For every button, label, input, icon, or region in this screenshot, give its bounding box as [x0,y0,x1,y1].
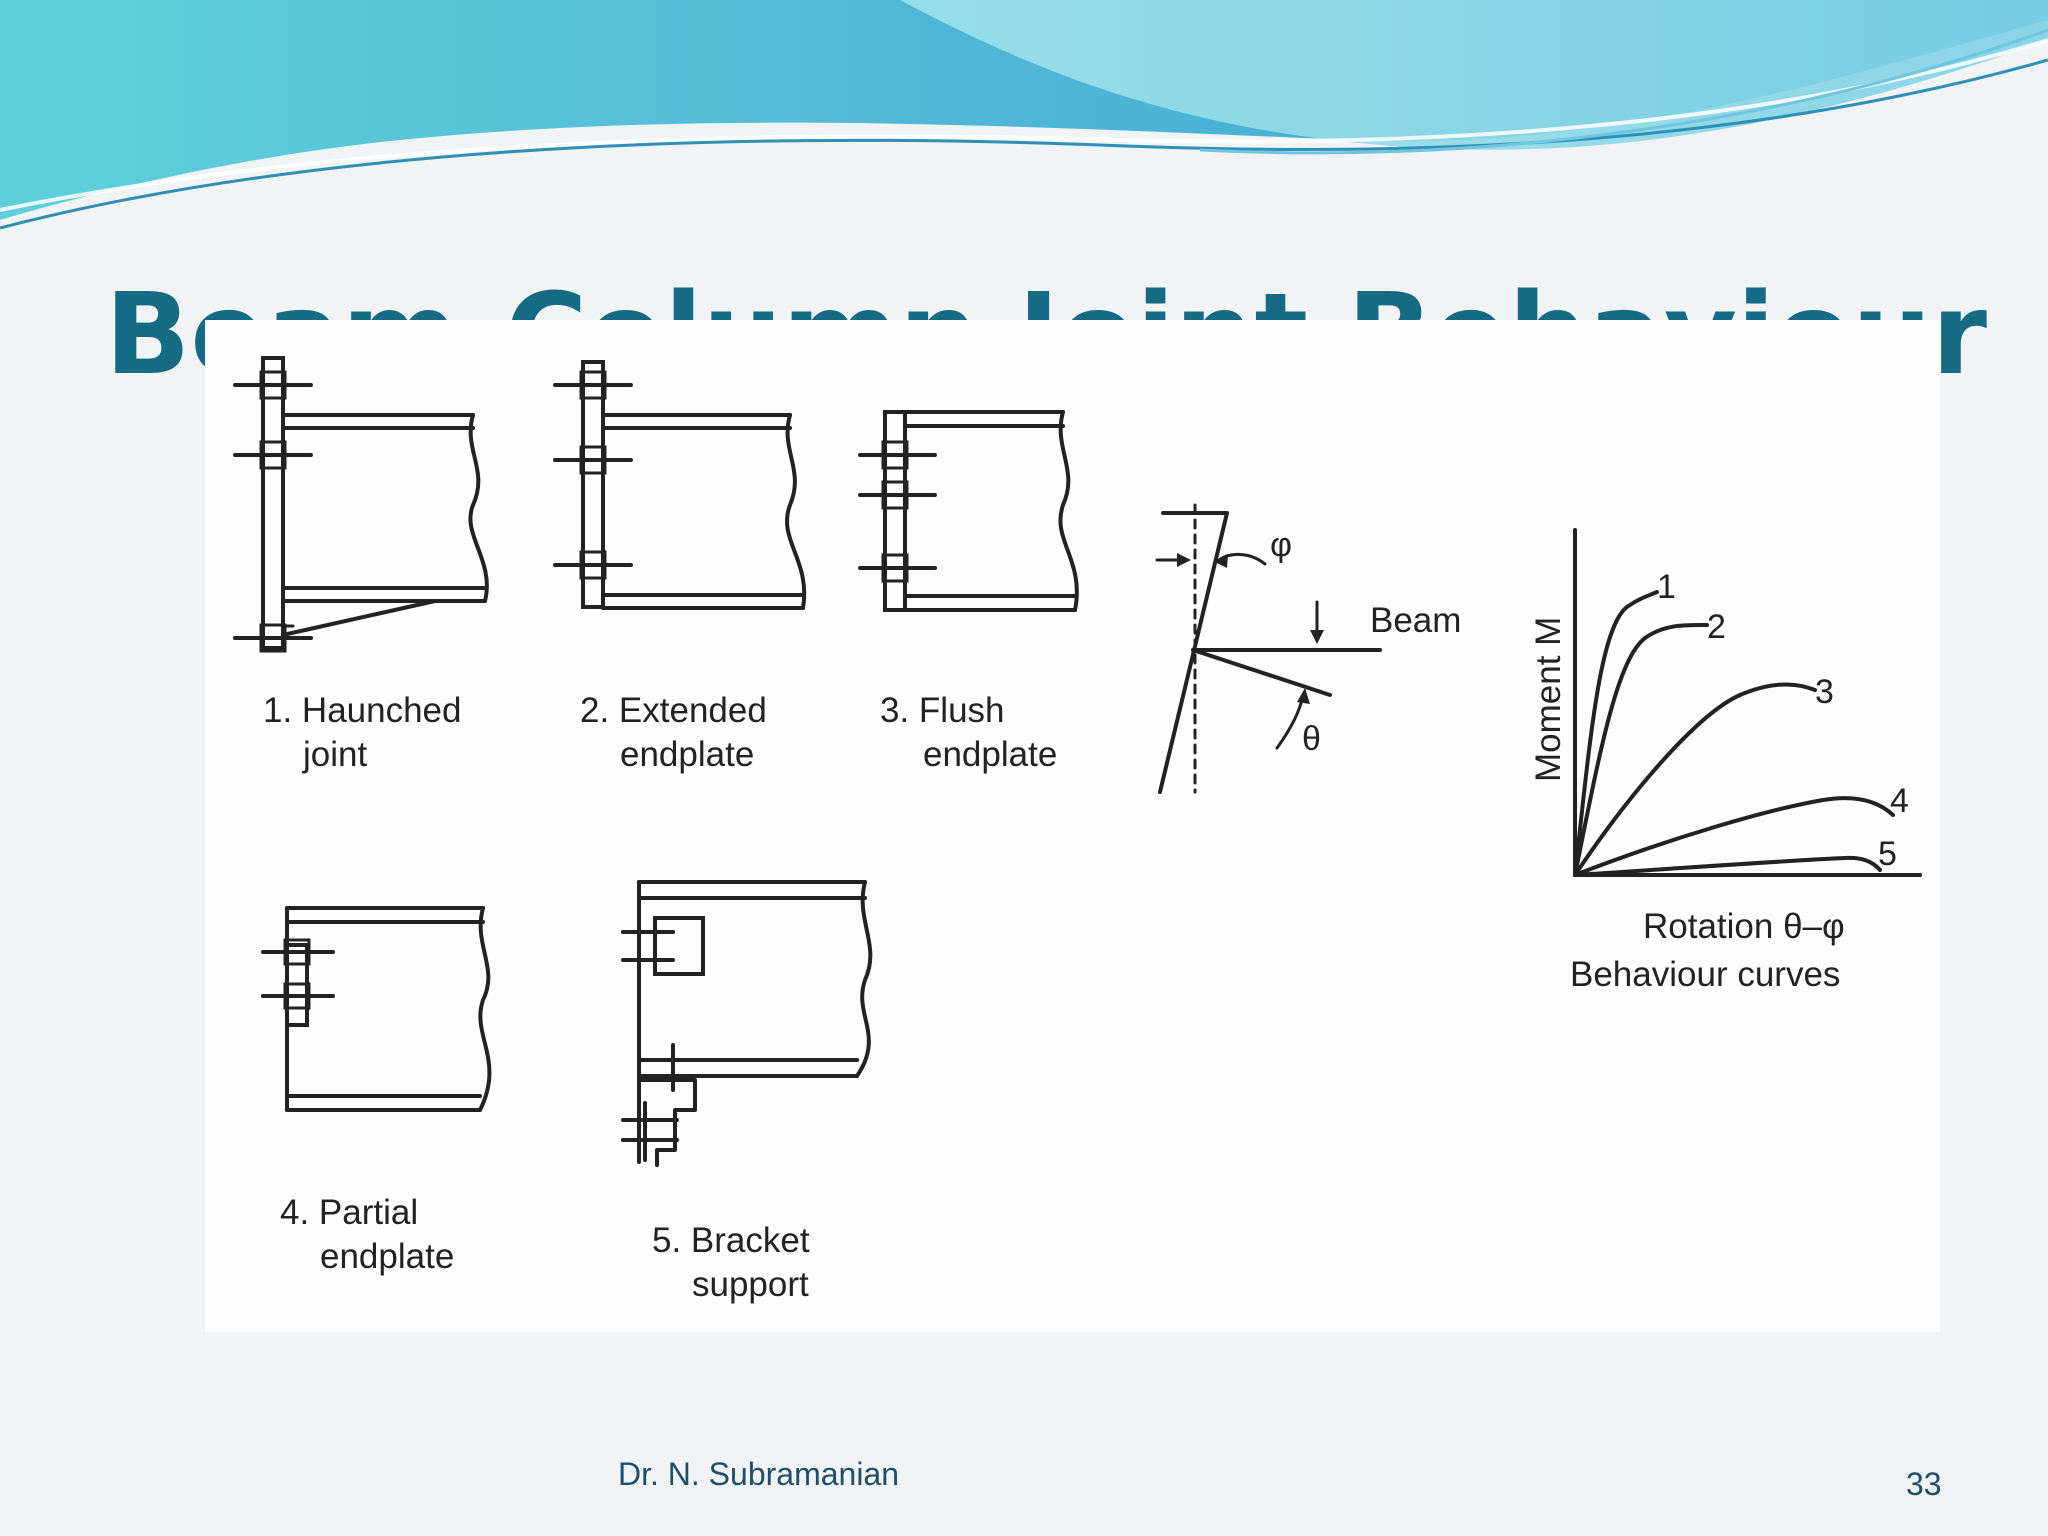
curve-1 [1573,590,1659,877]
caption-partial-line1: 4. Partial [280,1193,418,1232]
curve-label-1: 1 [1657,568,1676,606]
caption-partial-line2: endplate [320,1237,454,1276]
page-number: 33 [1906,1466,1942,1502]
phi-symbol: φ [1270,526,1292,564]
caption-extended-line2: endplate [620,735,754,774]
extended-endplate-drawing [553,360,807,610]
joint-types-diagram: 1. Haunched joint 2. Extended endplate [233,356,1922,1304]
extended-endplate-bolts [553,370,633,580]
partial-endplate-drawing [261,906,492,1112]
caption-bracket-line2: support [692,1265,809,1304]
curve-4 [1573,796,1895,877]
curve-3 [1573,682,1817,877]
curve-2 [1573,622,1709,877]
curve-5 [1573,855,1882,877]
chart-y-label: Moment M [1529,617,1568,782]
curve-label-4: 4 [1890,782,1909,820]
caption-extended-line1: 2. Extended [580,691,767,730]
chart-caption: Behaviour curves [1570,955,1840,994]
curve-label-3: 3 [1815,673,1834,711]
caption-haunched-line2: joint [302,735,367,774]
behaviour-curves-chart [1573,528,1922,877]
rotation-definition-sketch [1155,503,1382,794]
flush-endplate-drawing [858,410,1079,612]
beam-label: Beam [1370,601,1461,640]
flush-endplate-bolts [858,440,937,583]
theta-symbol: θ [1302,720,1321,758]
caption-bracket-line1: 5. Bracket [652,1221,810,1260]
curve-label-5: 5 [1878,835,1897,873]
caption-haunched-line1: 1. Haunched [263,691,461,730]
curve-label-2: 2 [1707,608,1726,646]
header-wave-decoration [0,0,2048,230]
caption-flush-line1: 3. Flush [880,691,1005,730]
bracket-support-drawing [621,880,873,1167]
chart-x-label: Rotation θ–φ [1643,907,1845,946]
joint-types-figure: 1. Haunched joint 2. Extended endplate [205,320,1940,1332]
caption-flush-line2: endplate [923,735,1057,774]
haunched-bolts [233,370,313,653]
footer-author: Dr. N. Subramanian [618,1456,900,1492]
haunched-joint-drawing [233,356,489,653]
